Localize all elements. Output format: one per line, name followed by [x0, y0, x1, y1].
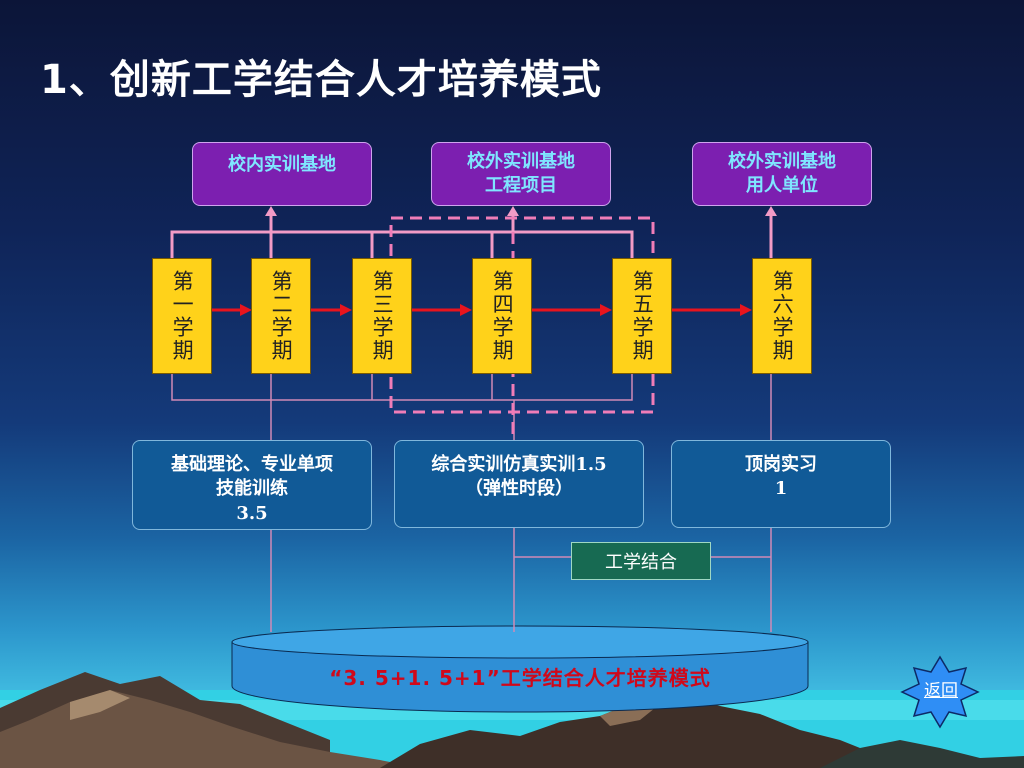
- semester-3: 第三学期: [352, 258, 412, 374]
- semester-1: 第一学期: [152, 258, 212, 374]
- mid-box-1-line3: 3.5: [236, 502, 268, 524]
- return-star-icon[interactable]: [900, 655, 980, 729]
- top-box-offcampus-project: 校外实训基地 工程项目: [431, 142, 611, 206]
- integration-box: 工学结合: [571, 542, 711, 580]
- mid-box-2-line1: 综合实训仿真实训1.5: [431, 454, 607, 475]
- up-arrowhead-1: [265, 206, 277, 216]
- mountain-right: [820, 740, 1024, 768]
- top-box-3-line2: 用人单位: [746, 175, 818, 196]
- up-arrowhead-2: [507, 206, 519, 216]
- slide-title: 1、创新工学结合人才培养模式: [40, 57, 602, 103]
- top-box-2-line1: 校外实训基地: [467, 150, 575, 172]
- mid-box-comprehensive-training: 综合实训仿真实训1.5 （弹性时段）: [394, 440, 644, 528]
- foundation-disc-body: [231, 641, 809, 713]
- top-box-2-line2: 工程项目: [485, 175, 557, 196]
- mid-box-1-line2: 技能训练: [216, 478, 288, 500]
- foundation-disc-top: [231, 625, 809, 659]
- semester-5: 第五学期: [612, 258, 672, 374]
- mid-box-basic-training: 基础理论、专业单项 技能训练 3.5: [132, 440, 372, 530]
- up-arrowhead-3: [765, 206, 777, 216]
- semester-4: 第四学期: [472, 258, 532, 374]
- return-button[interactable]: 返回: [924, 681, 958, 701]
- top-box-campus-training-base: 校内实训基地: [192, 142, 372, 206]
- top-box-1-line1: 校内实训基地: [228, 154, 336, 175]
- mid-box-3-line1: 顶岗实习: [745, 454, 817, 475]
- semester-6: 第六学期: [752, 258, 812, 374]
- top-box-3-line1: 校外实训基地: [728, 150, 836, 172]
- mid-box-internship: 顶岗实习 1: [671, 440, 891, 528]
- mountain-left-highlight: [70, 690, 130, 720]
- upper-bus: [170, 230, 634, 258]
- mid-box-3-line2: 1: [774, 478, 788, 500]
- semester-2: 第二学期: [251, 258, 311, 374]
- mountain-mid: [380, 696, 900, 768]
- model-label: “3. 5+1. 5+1”工学结合人才培养模式: [329, 666, 711, 690]
- progress-arrows: [212, 304, 752, 316]
- mid-box-1-line1: 基础理论、专业单项: [171, 454, 333, 475]
- top-box-offcampus-employer: 校外实训基地 用人单位: [692, 142, 872, 206]
- mid-box-2-line2: （弹性时段）: [465, 478, 573, 500]
- semester-collector: [171, 374, 633, 401]
